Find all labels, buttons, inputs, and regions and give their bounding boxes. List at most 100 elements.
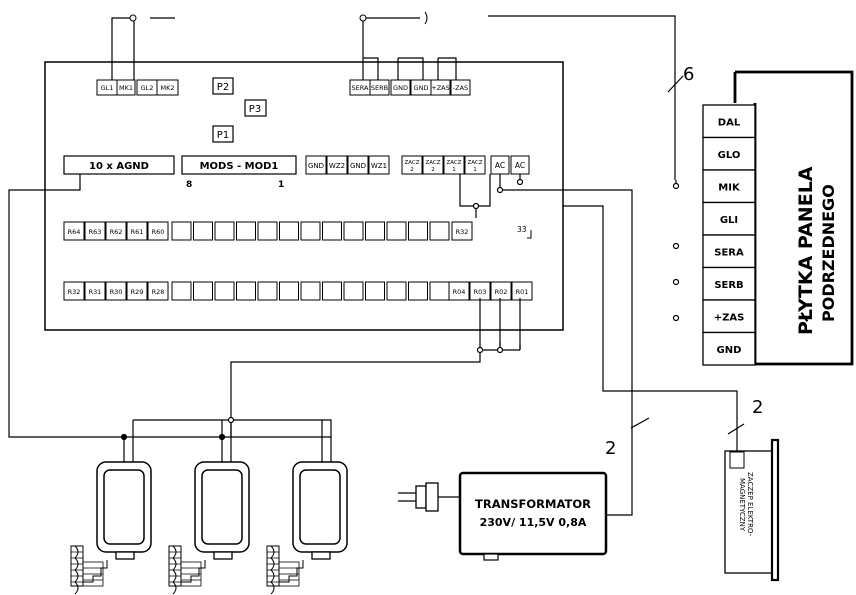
jumper-p3 xyxy=(244,99,267,117)
relay-cell xyxy=(279,221,299,241)
relay-cell-label: R63 xyxy=(89,228,102,236)
mid-connector-box xyxy=(347,155,369,175)
panel-terminal-label: +ZAS xyxy=(714,312,745,323)
relay-cell xyxy=(171,281,192,301)
panel-terminal-label: GND xyxy=(717,345,742,356)
panel-wires xyxy=(667,75,684,322)
relay-cell xyxy=(105,281,127,301)
relay-cell-label: R60 xyxy=(152,228,165,236)
relay-row-1: R64 R63 R62 R61 R60 R32 xyxy=(63,221,473,241)
handset-2 xyxy=(168,461,250,595)
mid-connector-box xyxy=(368,155,390,175)
top-connector-box xyxy=(390,79,411,96)
relay-cell xyxy=(236,221,256,241)
top-connector-label: GND xyxy=(393,84,408,92)
top-wires xyxy=(111,15,676,180)
panel-terminal xyxy=(702,331,756,366)
zacz-connector-box xyxy=(443,155,465,175)
electromagnetic-lock: ZACZEP ELEKTRO- MAGNETYCZNY xyxy=(724,438,780,582)
row1-end-label: 33 xyxy=(517,225,527,234)
relay-cell xyxy=(214,221,235,241)
transformer-title: TRANSFORMATOR xyxy=(475,497,591,511)
relay-cell xyxy=(63,281,85,301)
relay-cell xyxy=(84,281,106,301)
relay-cell-label: R28 xyxy=(152,288,165,296)
relay-cell xyxy=(257,281,278,301)
top-connector-box xyxy=(430,79,451,96)
panel-terminal-label: GLO xyxy=(718,150,741,161)
relay-cell xyxy=(322,281,342,301)
relay-cell xyxy=(386,221,407,241)
mid-connector-label: WZ2 xyxy=(329,162,345,170)
relay-cell xyxy=(236,281,256,301)
mid-connector-box xyxy=(305,155,327,175)
panel-terminal-label: SERA xyxy=(714,247,744,258)
panel-terminal-label: DAL xyxy=(718,117,741,128)
relay-cell-label: R32 xyxy=(68,288,81,296)
relay-cell-label: R32 xyxy=(456,228,469,236)
relay-cell xyxy=(105,221,127,241)
transformer-spec: 230V/ 11,5V 0,8A xyxy=(480,516,587,529)
relay-cell xyxy=(365,281,385,301)
zacz-connector-bottom: 2 xyxy=(410,167,414,173)
zacz-connector-top: ZACZ xyxy=(404,160,419,166)
top-terminals xyxy=(129,11,428,25)
top-connector-label: SERA xyxy=(352,84,369,92)
relay-cell xyxy=(63,221,85,241)
top-connector-label: -ZAS xyxy=(453,84,468,92)
lock-label-2: MAGNETYCZNY xyxy=(738,478,746,532)
mods-label: MODS - MOD1 xyxy=(200,161,279,172)
relay-cell-label: R61 xyxy=(131,228,144,236)
panel-wire-count: 6 xyxy=(683,64,694,85)
top-connector-box xyxy=(369,79,390,96)
agnd-block xyxy=(63,155,175,175)
mid-connector-box xyxy=(326,155,348,175)
relay-cell-label: R31 xyxy=(89,288,102,296)
zacz-connector-top: ZACZ xyxy=(446,160,461,166)
panel-terminal-label: MIK xyxy=(718,182,741,193)
panel-terminal xyxy=(702,234,756,269)
zacz-connector-top: ZACZ xyxy=(425,160,440,166)
top-connector-box xyxy=(116,79,136,96)
relay-cell-label: R62 xyxy=(110,228,123,236)
relay-cell xyxy=(343,221,364,241)
output-wires xyxy=(230,298,521,462)
zacz-connector-box xyxy=(464,155,486,175)
mods-left-index: 8 xyxy=(186,180,192,190)
relay-cell-label: R03 xyxy=(474,288,487,296)
handset-3 xyxy=(266,461,348,595)
relay-cell xyxy=(429,221,450,241)
lock-wires xyxy=(563,205,745,516)
relay-cell xyxy=(300,221,321,241)
mid-connector-label: WZ1 xyxy=(371,162,387,170)
relay-cell xyxy=(343,281,364,301)
handset-bus xyxy=(120,416,332,462)
jumper-p2 xyxy=(212,77,234,95)
relay-cell-label: R64 xyxy=(68,228,81,236)
lock-label-1: ZACZEP ELEKTRO- xyxy=(746,472,754,537)
handset-1 xyxy=(70,461,152,595)
relay-cell xyxy=(408,281,428,301)
agnd-label: 10 x AGND xyxy=(89,161,149,172)
ac-connector-strip: AC AC xyxy=(490,155,530,175)
top-connector-label: MK1 xyxy=(119,84,133,92)
relay-cell-label: R01 xyxy=(516,288,529,296)
jumper-p3-label: P3 xyxy=(249,104,261,115)
panel-title-line1: PŁYTKA PANELA xyxy=(795,166,817,335)
jumper-group: P2 P3 P1 xyxy=(212,77,267,143)
lock-wire-count: 2 xyxy=(752,397,763,418)
zacz-connector-bottom: 1 xyxy=(473,167,477,173)
relay-cell xyxy=(300,281,321,301)
relay-cell xyxy=(322,221,342,241)
relay-cell xyxy=(193,221,213,241)
zacz-connector-bottom: 1 xyxy=(452,167,456,173)
relay-cell xyxy=(429,281,450,301)
top-connector-label: +ZAS xyxy=(431,84,449,92)
relay-cell xyxy=(451,221,473,241)
relay-cell xyxy=(490,281,512,301)
jumper-p2-label: P2 xyxy=(217,82,229,93)
